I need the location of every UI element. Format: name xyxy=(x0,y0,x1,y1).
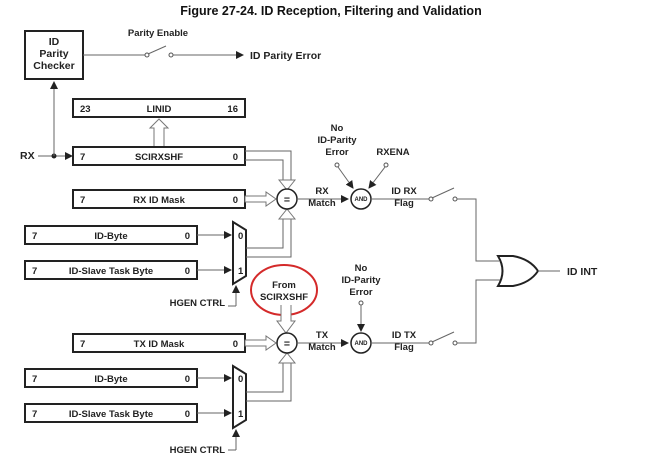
svg-text:ID-Parity: ID-Parity xyxy=(341,275,381,286)
svg-text:7: 7 xyxy=(32,266,37,277)
id-tx-flag-label: ID TX xyxy=(392,330,417,341)
svg-text:Error: Error xyxy=(349,287,373,298)
svg-text:7: 7 xyxy=(32,374,37,385)
parity-enable-switch xyxy=(144,45,174,58)
svg-text:SCIRXSHF: SCIRXSHF xyxy=(260,292,308,303)
svg-text:ID-Parity: ID-Parity xyxy=(317,135,357,146)
svg-text:0: 0 xyxy=(185,266,190,277)
svg-text:Match: Match xyxy=(308,198,336,209)
tx-hgen-ctrl-label: HGEN CTRL xyxy=(170,445,226,456)
register-rx-id-slave-task-byte: 7 ID-Slave Task Byte 0 xyxy=(24,260,198,280)
svg-text:7: 7 xyxy=(80,152,85,163)
svg-text:1: 1 xyxy=(238,266,244,277)
svg-text:0: 0 xyxy=(233,339,238,350)
svg-text:0: 0 xyxy=(233,152,238,163)
from-scirxshf-label: From xyxy=(272,280,296,291)
register-tx-id-byte: 7 ID-Byte 0 xyxy=(24,368,198,388)
rx-mux: 0 1 xyxy=(232,220,247,286)
svg-text:TX ID Mask: TX ID Mask xyxy=(134,339,185,350)
svg-text:0: 0 xyxy=(185,231,190,242)
svg-text:7: 7 xyxy=(80,339,85,350)
rx-no-parity-error-label: No xyxy=(331,123,344,134)
register-scirxshf: 7 SCIRXSHF 0 xyxy=(72,146,246,166)
figure-title: Figure 27-24. ID Reception, Filtering an… xyxy=(180,4,481,18)
svg-text:ID-Slave Task Byte: ID-Slave Task Byte xyxy=(69,266,153,277)
parity-checker-block: ID Parity Checker xyxy=(24,30,84,80)
svg-text:Error: Error xyxy=(325,147,349,158)
svg-text:LINID: LINID xyxy=(147,104,172,115)
id-rx-flag-label: ID RX xyxy=(391,186,417,197)
svg-text:RX ID Mask: RX ID Mask xyxy=(133,195,185,206)
rx-and-gate: AND xyxy=(350,188,372,210)
svg-text:7: 7 xyxy=(32,231,37,242)
rx-flag-switch xyxy=(428,187,458,202)
svg-text:1: 1 xyxy=(238,409,244,420)
tx-compare-node: = xyxy=(276,332,298,354)
parity-checker-line-1: ID xyxy=(49,36,60,48)
bus-arrow-to-linid xyxy=(148,118,170,148)
svg-text:0: 0 xyxy=(238,231,243,242)
register-tx-id-mask: 7 TX ID Mask 0 xyxy=(72,333,246,353)
tx-mux: 0 1 xyxy=(232,364,247,430)
rx-match-label: RX xyxy=(315,186,329,197)
svg-text:7: 7 xyxy=(80,195,85,206)
or-gate xyxy=(496,255,540,287)
parity-error-output: ID Parity Error xyxy=(250,50,321,62)
svg-text:ID-Slave Task Byte: ID-Slave Task Byte xyxy=(69,409,153,420)
svg-text:0: 0 xyxy=(233,195,238,206)
svg-text:Flag: Flag xyxy=(394,342,414,353)
rx-input-label: RX xyxy=(20,150,35,162)
svg-text:=: = xyxy=(284,338,290,350)
svg-text:SCIRXSHF: SCIRXSHF xyxy=(135,152,183,163)
svg-text:AND: AND xyxy=(355,341,369,347)
svg-text:16: 16 xyxy=(227,104,238,115)
tx-flag-switch xyxy=(428,331,458,346)
svg-text:=: = xyxy=(284,194,290,206)
svg-text:0: 0 xyxy=(185,374,190,385)
rxena-label: RXENA xyxy=(376,147,409,158)
register-rx-id-byte: 7 ID-Byte 0 xyxy=(24,225,198,245)
tx-no-parity-error-label: No xyxy=(355,263,368,274)
tx-and-gate: AND xyxy=(350,332,372,354)
svg-text:23: 23 xyxy=(80,104,91,115)
id-int-output: ID INT xyxy=(567,266,598,278)
svg-text:0: 0 xyxy=(185,409,190,420)
svg-text:AND: AND xyxy=(355,197,369,203)
register-linid: 23 LINID 16 xyxy=(72,98,246,118)
svg-text:Match: Match xyxy=(308,342,336,353)
svg-text:7: 7 xyxy=(32,409,37,420)
svg-text:Flag: Flag xyxy=(394,198,414,209)
register-rx-id-mask: 7 RX ID Mask 0 xyxy=(72,189,246,209)
rx-hgen-ctrl-label: HGEN CTRL xyxy=(170,298,226,309)
svg-text:0: 0 xyxy=(238,374,243,385)
svg-text:ID-Byte: ID-Byte xyxy=(94,374,127,385)
parity-enable-label: Parity Enable xyxy=(128,28,188,39)
tx-match-label: TX xyxy=(316,330,329,341)
register-tx-id-slave-task-byte: 7 ID-Slave Task Byte 0 xyxy=(24,403,198,423)
parity-checker-line-2: Parity xyxy=(39,48,68,60)
rx-compare-node: = xyxy=(276,188,298,210)
svg-text:ID-Byte: ID-Byte xyxy=(94,231,127,242)
parity-checker-line-3: Checker xyxy=(33,60,74,72)
